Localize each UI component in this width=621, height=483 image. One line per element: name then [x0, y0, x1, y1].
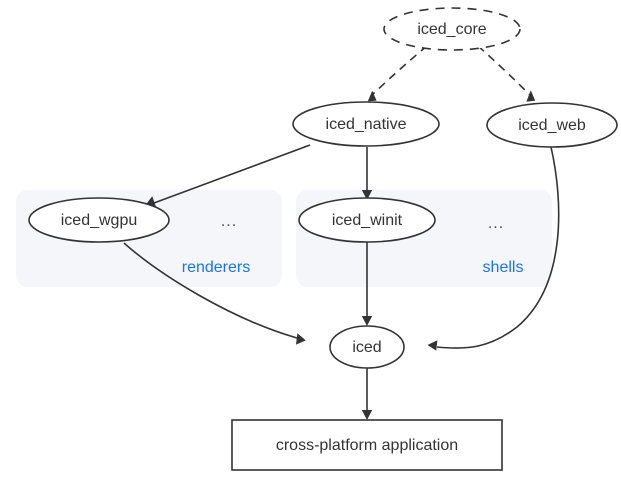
edge-iced-core-to-iced-web-line — [477, 45, 531, 96]
edge-iced-native-to-iced-winit — [361, 147, 373, 200]
edge-iced-wgpu-to-iced-arrowhead — [296, 333, 306, 345]
edge-iced-winit-to-iced-arrowhead — [361, 316, 373, 326]
node-iced-label: iced — [352, 339, 381, 356]
node-iced-winit[interactable]: iced_winit — [298, 197, 436, 243]
edge-iced-winit-to-iced — [361, 238, 373, 326]
node-iced-winit-ellipse[interactable] — [298, 197, 436, 243]
edge-iced-core-to-iced-native-line — [372, 45, 428, 95]
edge-iced-core-to-iced-web-arrowhead — [526, 90, 536, 102]
cluster-renderers-label: renderers — [182, 259, 250, 276]
edge-iced-core-to-iced-web — [477, 45, 536, 102]
edge-iced-web-to-iced — [427, 146, 560, 351]
edge-iced-to-application-arrowhead — [361, 410, 373, 420]
node-cross-platform-application[interactable]: cross-platform application — [231, 419, 503, 471]
edge-iced-native-to-iced-winit-arrowhead — [361, 190, 373, 200]
cluster-renderers-ellipsis: ... — [221, 213, 237, 230]
node-iced-native-label: iced_native — [326, 116, 407, 133]
node-iced-web[interactable]: iced_web — [486, 102, 618, 148]
node-iced-native[interactable]: iced_native — [292, 101, 440, 147]
edge-iced-core-to-iced-native-arrowhead — [367, 90, 377, 102]
edge-iced-core-to-iced-native — [367, 45, 428, 102]
edge-iced-wgpu-to-iced-line — [123, 242, 298, 339]
node-cross-platform-application-label: cross-platform application — [276, 437, 458, 454]
node-iced-core-label: iced_core — [417, 21, 486, 38]
cluster-shells-label: shells — [483, 259, 524, 276]
edge-iced-wgpu-to-iced — [123, 242, 306, 345]
node-iced-web-label: iced_web — [518, 117, 586, 134]
node-iced-native-ellipse[interactable] — [292, 101, 440, 147]
cluster-shells-ellipsis: ... — [488, 215, 504, 232]
node-iced[interactable]: iced — [329, 325, 405, 369]
node-iced-web-ellipse[interactable] — [486, 102, 618, 148]
node-iced-core-ellipse[interactable] — [383, 7, 521, 51]
node-iced-ellipse[interactable] — [329, 325, 405, 369]
edge-iced-to-application — [361, 368, 373, 420]
node-iced-core[interactable]: iced_core — [383, 7, 521, 51]
node-iced-wgpu-label: iced_wgpu — [61, 212, 138, 229]
node-iced-wgpu-ellipse[interactable] — [28, 197, 170, 243]
node-iced-wgpu[interactable]: iced_wgpu — [28, 197, 170, 243]
edge-iced-web-to-iced-arrowhead — [427, 340, 438, 351]
node-cross-platform-application-rect[interactable] — [231, 419, 503, 471]
edge-iced-native-to-iced-wgpu-line — [153, 144, 311, 204]
node-iced-winit-label: iced_winit — [332, 212, 403, 229]
edge-iced-web-to-iced-line — [436, 146, 560, 349]
